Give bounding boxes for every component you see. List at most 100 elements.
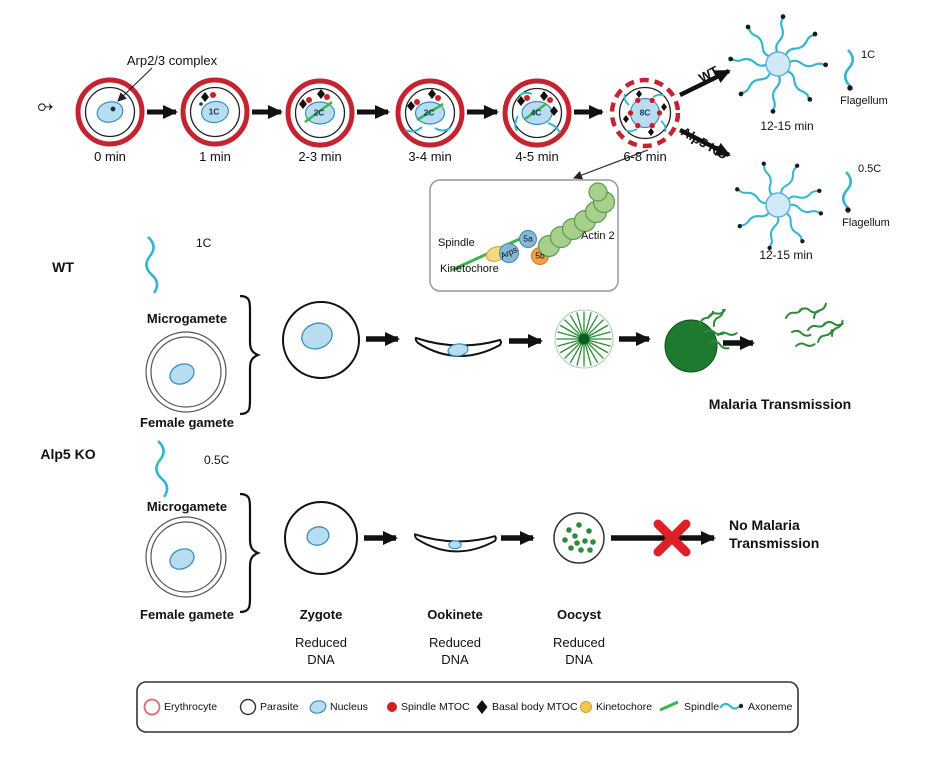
cell-stage-4-5min [502, 78, 572, 148]
spindle-icon [416, 102, 444, 122]
parasite-icon [239, 698, 257, 716]
stage-time-2: 2-3 min [298, 149, 342, 164]
cell-stage-1min [180, 77, 250, 147]
stage-time-0: 0 min [94, 149, 126, 164]
nucleus-icon [306, 526, 330, 546]
ko-microgamete-ploidy: 0.5C [204, 453, 230, 467]
inset-pointer-arrow [573, 149, 649, 180]
kinetochore-icon [580, 701, 592, 713]
inset-5b-label: 5b [535, 250, 545, 261]
axoneme-icon [434, 127, 451, 132]
stage-time-1: 1 min [199, 149, 231, 164]
legend-label-basal-body-mtoc: Basal body MTOC [492, 701, 578, 713]
wt-ookinete [414, 336, 502, 357]
spindle-icon [659, 700, 679, 712]
axoneme-icon [514, 115, 519, 132]
wt-exflagellation [726, 12, 830, 116]
ko-microgamete-icon [155, 440, 169, 498]
wt-brace [239, 294, 261, 416]
erythrocyte-icon [143, 698, 161, 716]
cell-stage-6-8min [609, 77, 681, 149]
wt-outcome-label: Malaria Transmission [708, 396, 852, 412]
basal-body-mtoc-icon [476, 700, 488, 714]
ko-exflagellation-time: 12-15 min [759, 248, 813, 262]
inset-kinetochore-label: Kinetochore [440, 263, 499, 275]
spindle-mtoc-icon [435, 95, 441, 101]
ko-female-gamete [145, 516, 227, 598]
wt-free-flagellum [843, 49, 855, 91]
spindle-mtoc-icon [414, 99, 420, 105]
subunit-5a-circle [519, 230, 537, 248]
stage-label-ookinete: Ookinete [427, 607, 483, 622]
ko-zygote [284, 501, 358, 575]
spindle-mtoc-icon [524, 95, 530, 101]
ko-brace [239, 492, 261, 614]
ko-microgamete-label: Microgamete [146, 499, 228, 514]
spindle-mtoc-icon [306, 97, 312, 103]
legend-label-spindle: Spindle [684, 701, 720, 713]
cell-stage-3-4min [395, 78, 465, 148]
basal-body-mtoc-icon [623, 115, 629, 123]
spindle-mtoc-icon [649, 122, 655, 129]
nucleus-icon [309, 700, 327, 714]
wt-flagellum-label: Flagellum [840, 95, 888, 107]
wt-microgamete-ploidy: 1C [196, 236, 212, 250]
reduced-dna-zygote: Reduced DNA [294, 635, 348, 667]
basal-body-mtoc-icon [636, 90, 642, 98]
blocked-cross-icon [653, 519, 691, 557]
basal-body-mtoc-icon [648, 128, 654, 136]
axoneme-tip-dot [738, 703, 744, 709]
arps-circle [499, 243, 519, 263]
basal-body-mtoc-icon [540, 91, 548, 101]
nucleus-icon [447, 343, 469, 357]
ko-exflagellation [732, 159, 825, 252]
spindle-mtoc-icon [387, 702, 397, 712]
ko-free-flagellum [841, 171, 853, 213]
legend-label-parasite: Parasite [260, 701, 299, 713]
arp-complex-dot [110, 106, 116, 112]
reduced-dna-oocyst: Reduced DNA [552, 635, 606, 667]
legend-box [136, 681, 799, 733]
inset-actin-label: Actin 2 [581, 230, 615, 242]
ko-oocyst [553, 512, 605, 564]
axoneme-icon [652, 93, 665, 98]
basal-body-mtoc-icon [550, 106, 558, 116]
basal-body-mtoc-icon [661, 103, 667, 111]
basal-body-mtoc-icon [517, 96, 525, 106]
legend-label-nucleus: Nucleus [330, 701, 368, 713]
spindle-icon [304, 100, 333, 124]
cell-stage-2-3min [285, 78, 355, 148]
spindle-mtoc-icon [656, 110, 663, 116]
axoneme-icon [404, 126, 423, 133]
arp-pointer-line [117, 67, 153, 102]
spindle-mtoc-icon [324, 94, 330, 100]
wt-microgamete-icon [145, 236, 159, 294]
wt-female-gamete-label: Female gamete [140, 415, 234, 430]
arp-complex-label: Arp2/3 complex [126, 53, 218, 68]
legend-label-kinetochore: Kinetochore [596, 701, 653, 713]
legend-label-spindle-mtoc: Spindle MTOC [401, 701, 470, 713]
wt-zygote [282, 301, 360, 379]
inset-5a-label: 5a [523, 233, 533, 244]
ploidy-6-8min: 8C [639, 107, 651, 118]
spindle-mtoc-icon [210, 92, 216, 98]
ko-row-label: Alp5 KO [40, 446, 96, 462]
inset-box [429, 179, 619, 292]
basal-body-mtoc-icon [407, 101, 415, 111]
wt-branch-arrow [679, 68, 731, 98]
stage-time-3: 3-4 min [408, 149, 452, 164]
axoneme-icon [625, 128, 638, 133]
inset-spindle-label: Spindle [438, 237, 475, 249]
wt-microgamete-label: Microgamete [146, 311, 228, 326]
axoneme-icon [623, 93, 630, 106]
wt-oocyst-sporulating [664, 308, 738, 373]
ploidy-2-3min: 2C [313, 107, 325, 118]
nucleus-icon [301, 322, 333, 350]
axoneme-icon [547, 122, 561, 134]
ko-branch-arrow [678, 127, 731, 158]
wt-flagellum-ploidy: 1C [861, 49, 876, 61]
axoneme-icon [660, 120, 667, 133]
cell-stage-0min [75, 77, 145, 147]
